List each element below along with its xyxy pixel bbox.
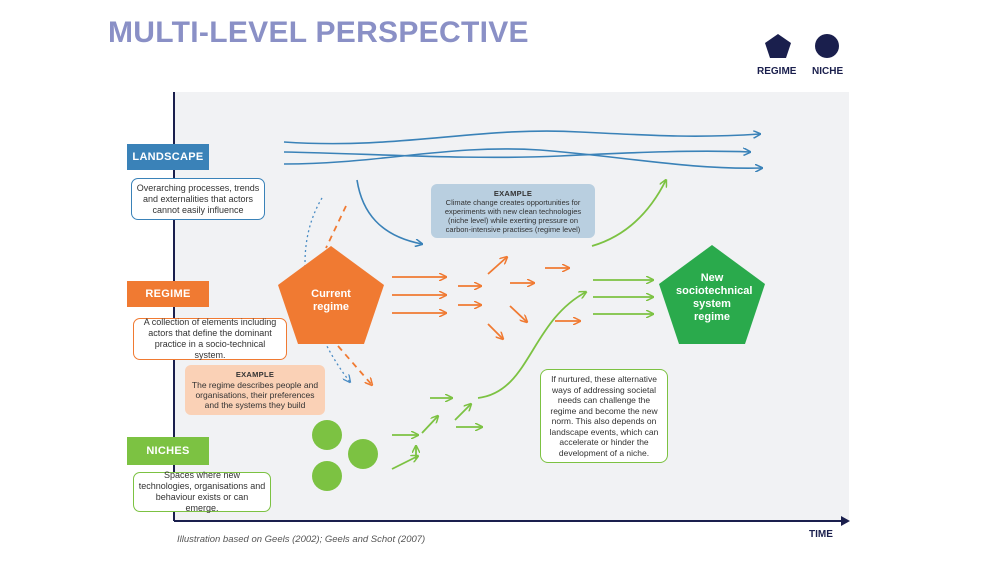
time-arrowhead-icon (841, 516, 850, 526)
nurture-note: If nurtured, these alternative ways of a… (540, 369, 668, 463)
landscape-tag: LANDSCAPE (127, 144, 209, 170)
niches-description-text: Spaces where new technologies, organisat… (138, 470, 266, 513)
nurture-note-text: If nurtured, these alternative ways of a… (549, 374, 659, 458)
new-regime-pentagon (659, 245, 765, 344)
niches-description: Spaces where new technologies, organisat… (133, 470, 271, 513)
niche-circle (312, 420, 342, 450)
climate-example-title: EXAMPLE (493, 188, 533, 198)
niche-circle (348, 439, 378, 469)
regime-example-text: The regime describes people and organisa… (191, 380, 319, 410)
landscape-description-text: Overarching processes, trends and extern… (136, 182, 260, 215)
time-axis-label: TIME (809, 529, 833, 540)
legend-regime-label: REGIME (757, 66, 797, 77)
regime-description: A collection of elements including actor… (133, 317, 287, 360)
landscape-description: Overarching processes, trends and extern… (131, 178, 265, 220)
regime-dashed-arrows (325, 205, 372, 385)
regime-description-text: A collection of elements including actor… (143, 317, 277, 360)
regime-tag: REGIME (127, 281, 209, 307)
current-regime-pentagon (278, 246, 384, 344)
regime-pentagon-icon (765, 34, 791, 58)
regime-arrows (392, 257, 580, 339)
source-caption: Illustration based on Geels (2002); Geel… (177, 534, 426, 545)
climate-example-text: Climate change creates opportunities for… (444, 197, 582, 234)
niche-circle-icon (815, 34, 839, 58)
new-regime-label: New sociotechnical system regime (676, 272, 753, 323)
landscape-waves (283, 131, 762, 244)
niche-arrows (391, 180, 666, 470)
niches-tag: NICHES (127, 437, 209, 465)
niche-circle (312, 461, 342, 491)
regime-example-title: EXAMPLE (235, 370, 275, 379)
legend-niche-label: NICHE (812, 66, 844, 77)
climate-example-box: EXAMPLE Climate change creates opportuni… (431, 184, 595, 238)
regime-example-box: EXAMPLE The regime describes people and … (185, 365, 325, 415)
page-title: MULTI-LEVEL PERSPECTIVE (108, 16, 529, 49)
current-regime-label: Current regime (311, 288, 351, 313)
